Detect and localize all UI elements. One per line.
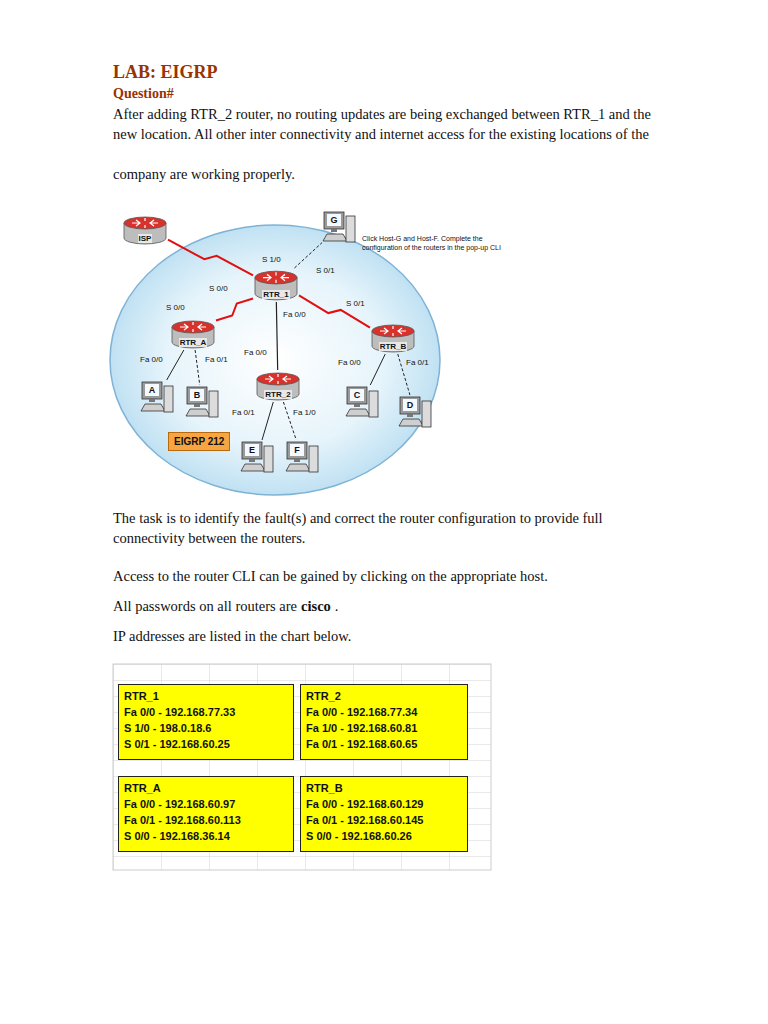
ethernet-link bbox=[283, 402, 296, 440]
interface-address: Fa 0/1 - 192.168.60.113 bbox=[124, 812, 288, 828]
interface-address: Fa 0/0 - 192.168.60.129 bbox=[306, 796, 462, 812]
instruction-callout: Click Host-G and Host-F. Complete the co… bbox=[362, 234, 508, 252]
interface-address: S 1/0 - 198.0.18.6 bbox=[124, 720, 288, 736]
interface-address: Fa 0/0 - 192.168.77.33 bbox=[124, 704, 288, 720]
interface-address: Fa 0/0 - 192.168.77.34 bbox=[306, 704, 462, 720]
paragraph: After adding RTR_2 router, no routing up… bbox=[113, 104, 665, 144]
pc-icon bbox=[285, 440, 319, 474]
router-name: ISP bbox=[138, 234, 153, 243]
router-heading: RTR_2 bbox=[306, 688, 462, 704]
router-name: RTR_A bbox=[179, 338, 208, 347]
router-node: RTR_B bbox=[370, 322, 416, 354]
serial-link bbox=[299, 295, 370, 327]
router-name: RTR_B bbox=[379, 342, 408, 351]
router-name: RTR_1 bbox=[262, 290, 289, 299]
question-heading: Question# bbox=[113, 84, 174, 104]
interface-address: S 0/0 - 192.168.60.26 bbox=[306, 828, 462, 844]
host-pc: B bbox=[185, 385, 219, 419]
interface-label: S 0/1 bbox=[346, 299, 365, 309]
pc-icon bbox=[322, 210, 356, 244]
interface-address: Fa 1/0 - 192.168.60.81 bbox=[306, 720, 462, 736]
paragraph: All passwords on all routers arecisco. bbox=[113, 596, 338, 616]
interface-label: Fa 0/0 bbox=[338, 358, 361, 368]
ethernet-link bbox=[167, 350, 184, 380]
host-letter: G bbox=[329, 215, 339, 225]
paragraph-part: All passwords on all routers are bbox=[113, 598, 297, 614]
interface-label: S 1/0 bbox=[262, 255, 281, 265]
address-table-box: RTR_AFa 0/0 - 192.168.60.97Fa 0/1 - 192.… bbox=[118, 776, 294, 852]
page-title: LAB: EIGRP bbox=[113, 62, 218, 82]
interface-label: Fa 0/0 bbox=[244, 348, 267, 358]
interface-address: Fa 0/1 - 192.168.60.65 bbox=[306, 736, 462, 752]
password-text: cisco bbox=[301, 598, 331, 614]
host-letter: E bbox=[247, 445, 257, 455]
host-pc: G bbox=[322, 210, 356, 244]
host-pc: A bbox=[140, 380, 174, 414]
host-letter: D bbox=[405, 400, 415, 410]
interface-label: Fa 0/1 bbox=[205, 355, 228, 365]
router-name: RTR_2 bbox=[264, 390, 291, 399]
host-letter: F bbox=[292, 445, 302, 455]
serial-link bbox=[216, 299, 253, 321]
pc-icon bbox=[398, 395, 432, 429]
interface-address: Fa 0/0 - 192.168.60.97 bbox=[124, 796, 288, 812]
ethernet-link bbox=[294, 243, 322, 268]
router-node: RTR_2 bbox=[255, 370, 301, 402]
address-table-box: RTR_2Fa 0/0 - 192.168.77.34Fa 1/0 - 192.… bbox=[300, 684, 468, 760]
interface-label: Fa 1/0 bbox=[293, 408, 316, 418]
paragraph-part: . bbox=[335, 598, 339, 614]
address-table-box: RTR_1Fa 0/0 - 192.168.77.33S 1/0 - 198.0… bbox=[118, 684, 294, 760]
serial-link bbox=[168, 240, 253, 276]
pc-icon bbox=[240, 440, 274, 474]
interface-label: Fa 0/1 bbox=[406, 358, 429, 368]
host-pc: C bbox=[345, 385, 379, 419]
ethernet-link bbox=[262, 402, 273, 440]
pc-icon bbox=[140, 380, 174, 414]
spreadsheet-grid bbox=[113, 664, 491, 870]
host-pc: D bbox=[398, 395, 432, 429]
router-node: RTR_1 bbox=[253, 268, 299, 302]
pc-icon bbox=[185, 385, 219, 419]
paragraph: Access to the router CLI can be gained b… bbox=[113, 566, 548, 586]
paragraph: IP addresses are listed in the chart bel… bbox=[113, 626, 352, 646]
network-region bbox=[110, 225, 440, 495]
host-pc: E bbox=[240, 440, 274, 474]
as-number: EIGRP 212 bbox=[174, 436, 224, 447]
interface-label: S 0/1 bbox=[316, 266, 335, 276]
interface-label: Fa 0/0 bbox=[140, 355, 163, 365]
router-heading: RTR_B bbox=[306, 780, 462, 796]
host-letter: A bbox=[147, 385, 157, 395]
interface-label: Fa 0/1 bbox=[232, 408, 255, 418]
host-letter: C bbox=[352, 390, 362, 400]
router-heading: RTR_A bbox=[124, 780, 288, 796]
host-pc: F bbox=[285, 440, 319, 474]
address-table-box: RTR_BFa 0/0 - 192.168.60.129Fa 0/1 - 192… bbox=[300, 776, 468, 852]
pc-icon bbox=[345, 385, 379, 419]
ethernet-link bbox=[370, 354, 385, 385]
interface-label: Fa 0/0 bbox=[283, 310, 306, 320]
paragraph: company are working properly. bbox=[113, 164, 295, 184]
router-node: ISP bbox=[122, 214, 168, 246]
interface-address: S 0/0 - 192.168.36.14 bbox=[124, 828, 288, 844]
router-heading: RTR_1 bbox=[124, 688, 288, 704]
ethernet-link bbox=[276, 302, 277, 370]
interface-label: S 0/0 bbox=[209, 284, 228, 294]
as-number-tag: EIGRP 212 bbox=[168, 432, 230, 451]
interface-address: Fa 0/1 - 192.168.60.145 bbox=[306, 812, 462, 828]
ethernet-link bbox=[195, 350, 200, 385]
paragraph: The task is to identify the fault(s) and… bbox=[113, 508, 673, 548]
host-letter: B bbox=[192, 390, 202, 400]
interface-address: S 0/1 - 192.168.60.25 bbox=[124, 736, 288, 752]
router-node: RTR_A bbox=[170, 318, 216, 350]
interface-label: S 0/0 bbox=[166, 303, 185, 313]
